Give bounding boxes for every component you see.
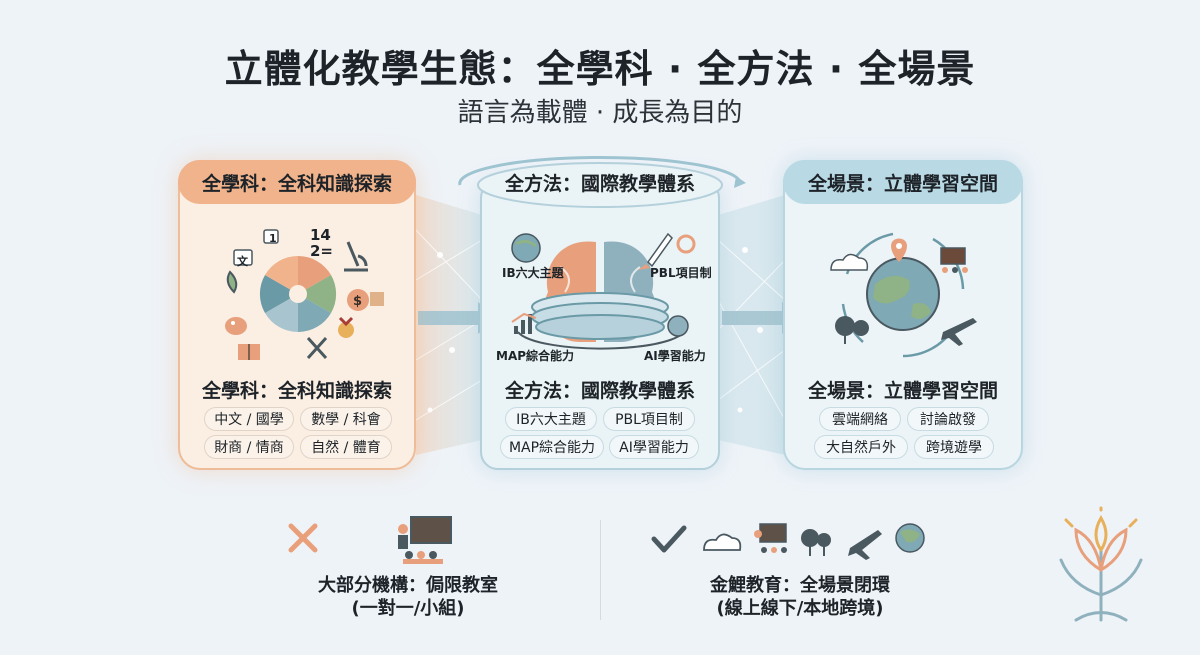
medal-icon bbox=[338, 316, 354, 338]
chip-finance: 財商 / 情商 bbox=[204, 435, 294, 459]
paint-palette-icon bbox=[225, 317, 247, 335]
bottom-divider bbox=[600, 520, 601, 620]
book-icon bbox=[238, 344, 260, 360]
page-title: 立體化教學生態：全學科 · 全方法 · 全場景 bbox=[224, 47, 976, 91]
chip-ib: IB六大主題 bbox=[505, 407, 597, 431]
label-ai: AI學習能力 bbox=[644, 349, 706, 363]
page-subtitle: 語言為載體 · 成長為目的 bbox=[457, 98, 743, 128]
cross-icon bbox=[288, 523, 318, 553]
comparison-right-text: 金鯉教育：全場景閉環 (線上線下/本地跨境) bbox=[690, 574, 910, 620]
globe-icon bbox=[511, 233, 541, 263]
brand-logo-icon bbox=[1059, 506, 1143, 622]
chip-pbl: PBL項目制 bbox=[603, 407, 695, 431]
rocket-icon bbox=[638, 232, 673, 270]
label-map: MAP綜合能力 bbox=[496, 349, 575, 363]
cap-all-scenarios: 全場景：立體學習空間 bbox=[783, 160, 1023, 204]
trees-icon bbox=[801, 529, 831, 556]
cap-all-methods: 全方法：國際教學體系 bbox=[504, 172, 695, 195]
chip-chinese: 中文 / 國學 bbox=[204, 407, 294, 431]
chip-discussion: 討論啟發 bbox=[907, 407, 989, 431]
chip-travel: 跨境遊學 bbox=[914, 435, 994, 459]
icon-text-one: 1 bbox=[269, 232, 277, 245]
arrow-left-to-mid bbox=[418, 302, 498, 334]
label-ib: IB六大主題 bbox=[502, 266, 564, 280]
comparison-left-line2: (一對一/小組) bbox=[351, 598, 465, 619]
airplane-icon bbox=[941, 318, 977, 346]
comparison-right-line1: 金鯉教育：全場景閉環 bbox=[710, 575, 890, 596]
globe-icon bbox=[895, 523, 925, 553]
chip-map: MAP綜合能力 bbox=[500, 435, 604, 459]
comparison-left-line1: 大部分機構：侷限教室 bbox=[318, 575, 498, 596]
comparison-right-line2: (線上線下/本地跨境) bbox=[716, 598, 884, 619]
speech-bubble-icon bbox=[233, 229, 279, 266]
arrow-mid-to-right bbox=[722, 302, 802, 334]
location-pin-icon bbox=[891, 238, 907, 262]
mid-cylinder-top bbox=[458, 155, 746, 208]
cloud-icon bbox=[703, 533, 742, 551]
chip-ai: AI學習能力 bbox=[609, 435, 699, 459]
tools-icon bbox=[306, 336, 328, 360]
chip-nature: 自然 / 體育 bbox=[300, 435, 392, 459]
globe-cycle-illustration bbox=[830, 232, 977, 358]
mid-heading: 全方法：國際教學體系 bbox=[504, 380, 695, 402]
cap-all-subjects: 全學科：全科知識探索 bbox=[178, 160, 416, 204]
chip-cloud: 雲端網絡 bbox=[819, 407, 901, 431]
trees-icon bbox=[835, 316, 869, 344]
right-heading: 全場景：立體學習空間 bbox=[807, 380, 998, 402]
microscope-icon bbox=[344, 241, 368, 272]
label-pbl: PBL項目制 bbox=[650, 266, 712, 280]
svg-text:$: $ bbox=[353, 294, 362, 309]
classroom-icon bbox=[754, 523, 787, 553]
ai-brain-icon bbox=[667, 315, 689, 337]
chip-math: 數學 / 科會 bbox=[300, 407, 392, 431]
icon-text-wen: 文 bbox=[237, 255, 248, 268]
comparison-left-text: 大部分機構：侷限教室 (一對一/小組) bbox=[308, 574, 508, 620]
icon-text-fraction-top: 14 bbox=[310, 226, 331, 244]
icon-text-fraction-bottom: 2= bbox=[310, 242, 334, 260]
airplane-icon bbox=[848, 530, 882, 560]
cloud-icon bbox=[830, 253, 869, 271]
check-icon bbox=[651, 525, 687, 553]
classroom-teacher-icon bbox=[398, 516, 452, 564]
subjects-wheel-illustration: $ bbox=[225, 229, 384, 360]
chip-outdoor: 大自然戶外 bbox=[814, 435, 908, 459]
classroom-icon bbox=[940, 247, 968, 273]
plant-icon bbox=[226, 270, 238, 294]
scenario-icon-row bbox=[703, 523, 925, 560]
left-heading: 全學科：全科知識探索 bbox=[201, 380, 392, 402]
gear-icon bbox=[676, 234, 696, 254]
money-bag-icon: $ bbox=[347, 289, 384, 311]
bar-chart-icon bbox=[511, 312, 537, 334]
brain-illustration bbox=[511, 232, 696, 350]
